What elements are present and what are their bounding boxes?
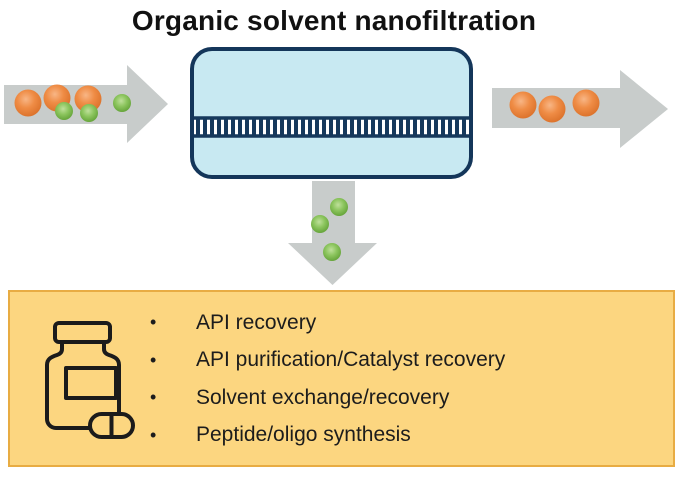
green-solvent-particle <box>330 198 348 216</box>
green-solvent-particle <box>113 94 131 112</box>
bullet-icon: • <box>150 312 157 333</box>
list-item: • Peptide/oligo synthesis <box>0 417 690 455</box>
list-item: • API purification/Catalyst recovery <box>0 342 690 380</box>
bullet-icon: • <box>150 424 157 445</box>
retentate-particles <box>509 89 600 123</box>
medicine-bottle-icon <box>45 321 135 439</box>
permeate-arrow <box>288 181 377 285</box>
green-solvent-particle <box>80 104 98 122</box>
application-label: Solvent exchange/recovery <box>196 385 450 409</box>
orange-solute-particle <box>538 95 566 123</box>
orange-solute-particle <box>572 89 600 117</box>
feed-particles <box>14 84 131 122</box>
membrane-layer <box>194 116 469 138</box>
application-label: API recovery <box>196 310 317 334</box>
orange-solute-particle <box>74 85 102 113</box>
page-title: Organic solvent nanofiltration <box>131 5 537 36</box>
bullet-icon: • <box>150 349 157 370</box>
green-solvent-particle <box>323 243 341 261</box>
permeate-particles <box>311 198 348 261</box>
membrane-module <box>190 47 473 179</box>
osn-process-diagram <box>4 47 668 285</box>
green-solvent-particle <box>55 102 73 120</box>
bullet-icon: • <box>150 387 157 408</box>
orange-solute-particle <box>509 91 537 119</box>
orange-solute-particle <box>14 89 42 117</box>
application-label: API purification/Catalyst recovery <box>196 348 506 372</box>
green-solvent-particle <box>311 215 329 233</box>
applications-list: • API recovery • API purification/Cataly… <box>0 304 690 454</box>
list-item: • Solvent exchange/recovery <box>0 379 690 417</box>
application-label: Peptide/oligo synthesis <box>196 423 411 447</box>
list-item: • API recovery <box>0 304 690 342</box>
